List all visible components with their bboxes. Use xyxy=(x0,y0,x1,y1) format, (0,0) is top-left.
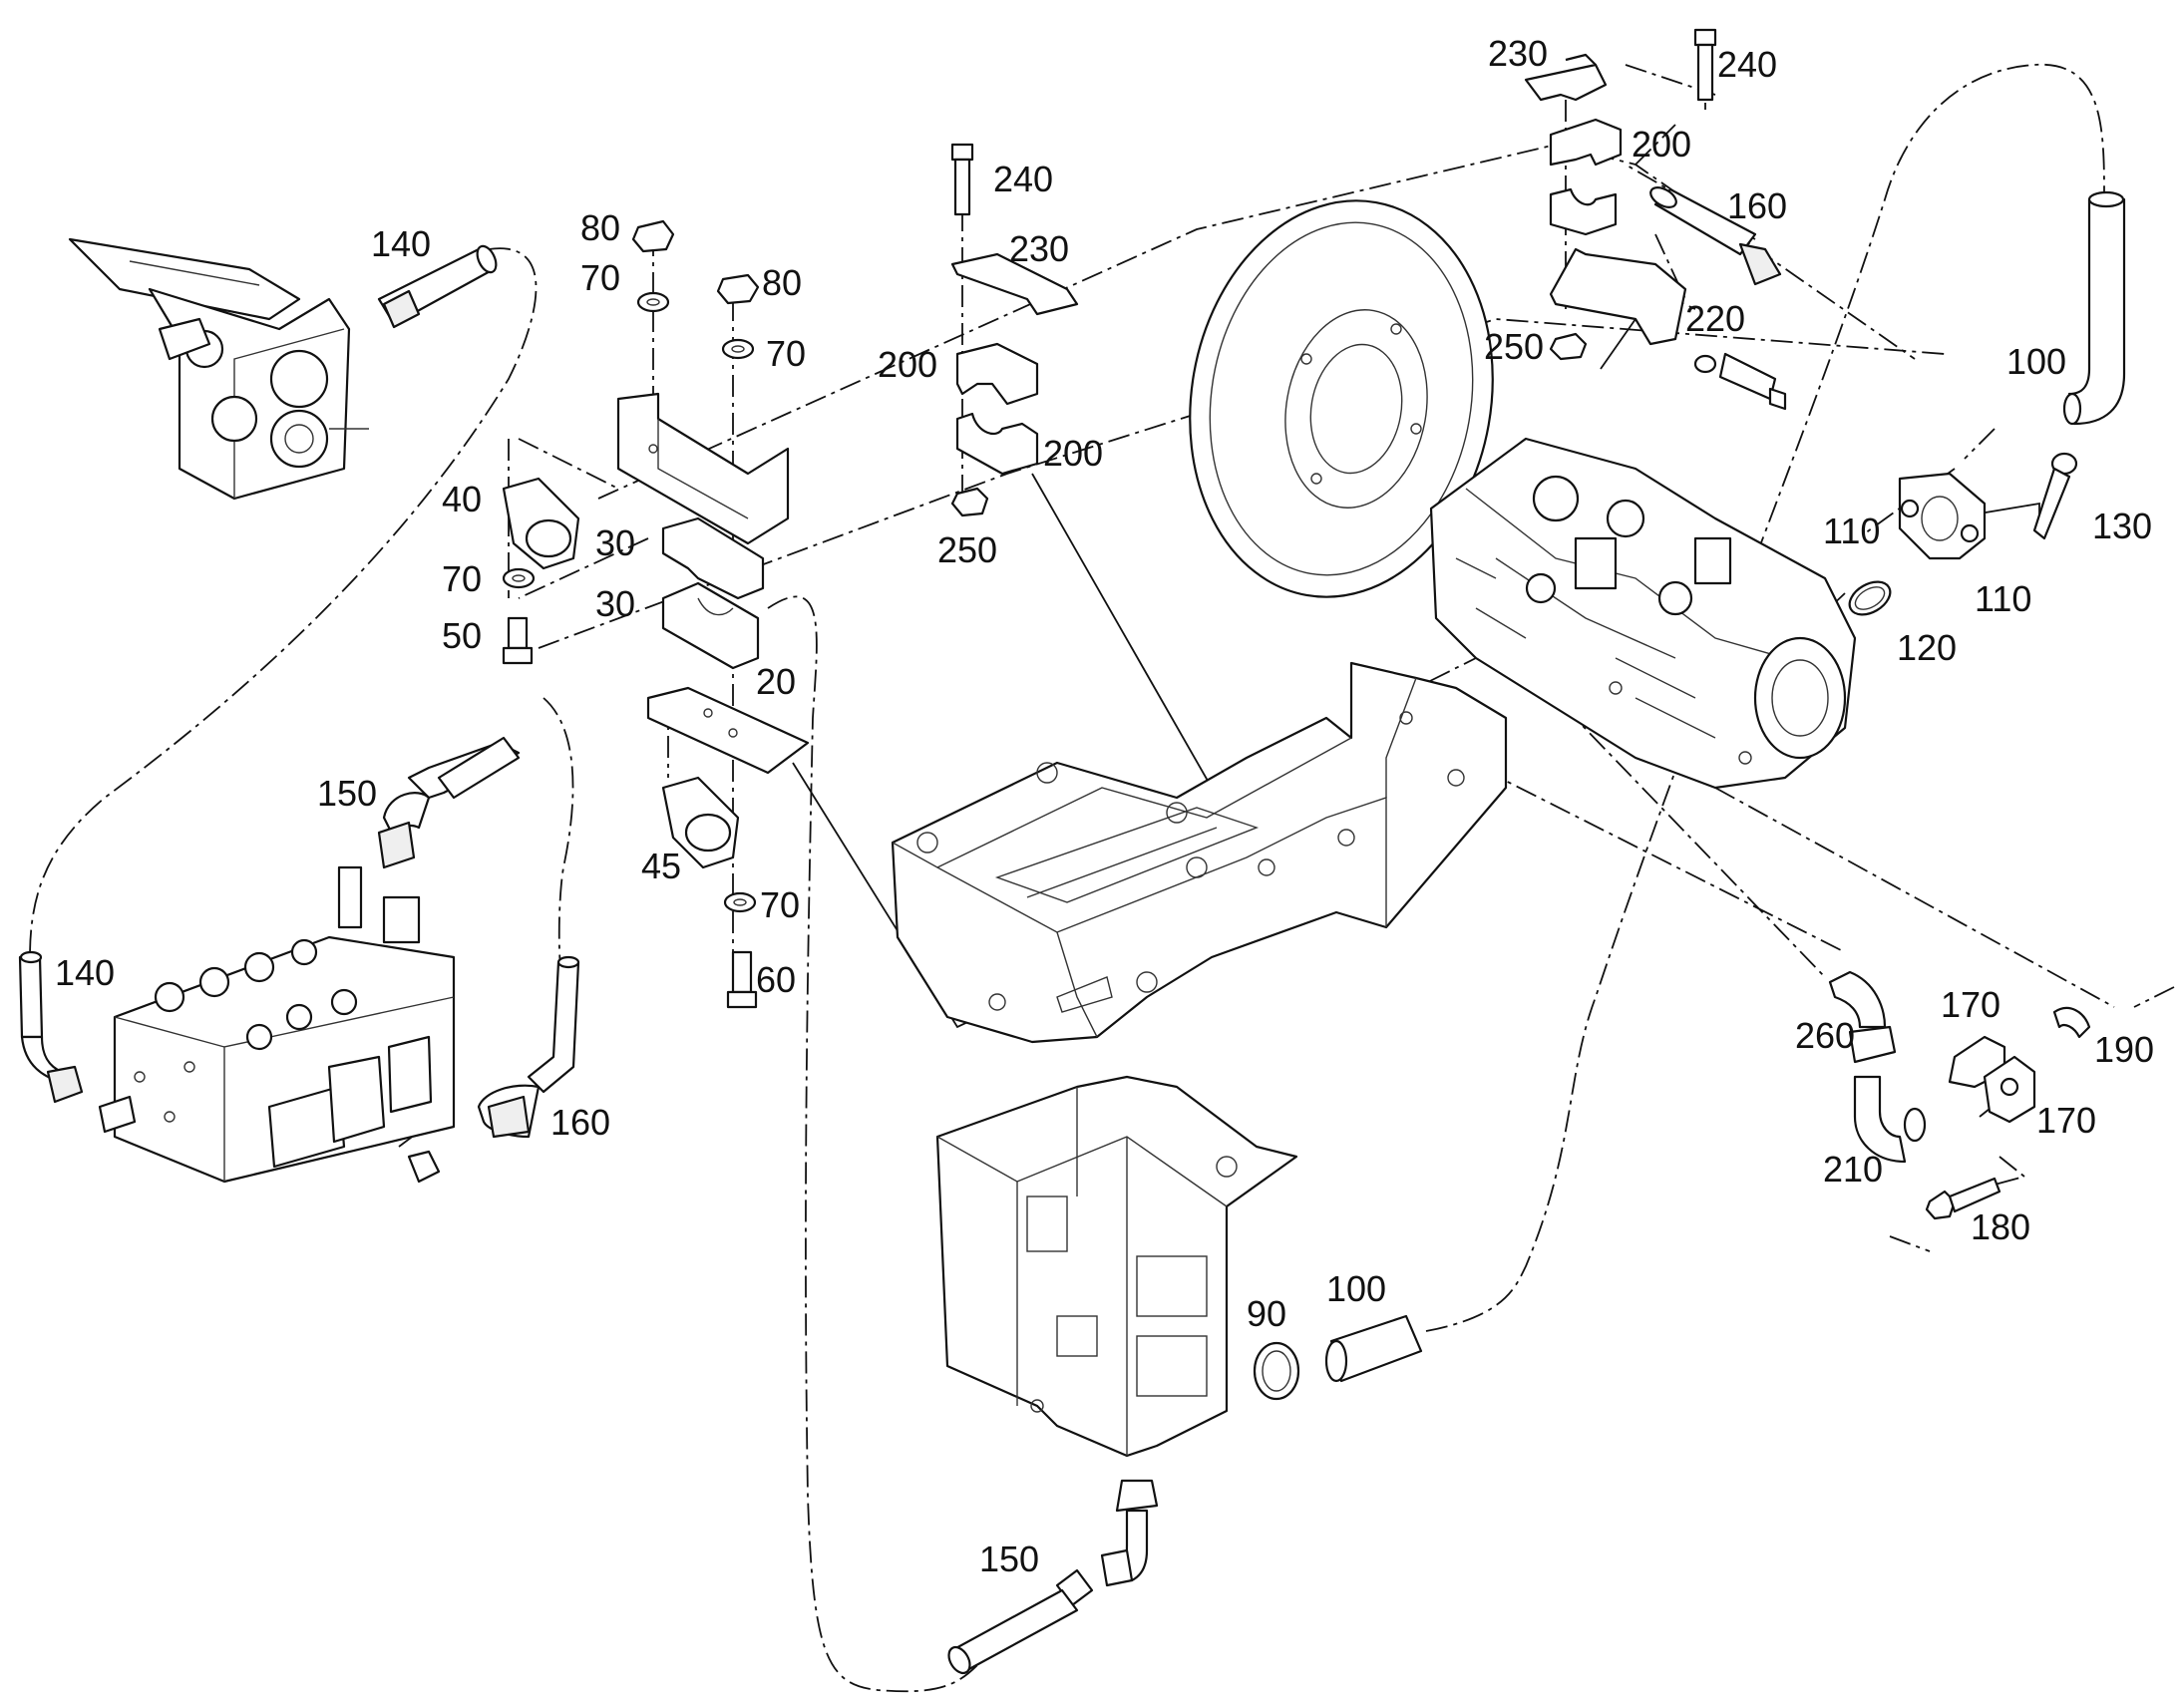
hose-100-lower xyxy=(1324,1314,1423,1383)
callout-110: 110 xyxy=(1823,511,1880,551)
callout-60: 60 xyxy=(756,959,796,1000)
callout-140: 140 xyxy=(371,223,431,264)
callout-220: 220 xyxy=(1685,298,1745,339)
callout-30: 30 xyxy=(595,583,635,624)
elbow-260 xyxy=(1828,970,1897,1064)
bracket-220 xyxy=(1549,247,1687,346)
nut-250-a xyxy=(950,487,989,517)
o-ring-120 xyxy=(1848,580,1892,616)
callout-200: 200 xyxy=(1632,124,1691,165)
hose-100-upper xyxy=(2062,190,2126,426)
callout-200: 200 xyxy=(1043,433,1103,474)
callout-50: 50 xyxy=(442,615,482,656)
callout-240: 240 xyxy=(993,159,1053,199)
clamp-half-200-d xyxy=(1549,187,1618,236)
callout-45: 45 xyxy=(641,846,681,886)
clamp-40 xyxy=(502,477,580,570)
plate-20 xyxy=(646,686,810,775)
callout-70: 70 xyxy=(766,333,806,374)
flange-170-lower xyxy=(1983,1055,2036,1124)
hose-150-upper xyxy=(377,736,521,869)
callout-110: 110 xyxy=(1975,578,2031,619)
bracket-10 xyxy=(616,392,790,545)
bolt-screw xyxy=(1693,352,1787,411)
washer-70-a xyxy=(636,291,670,313)
callout-40: 40 xyxy=(442,479,482,519)
callout-150: 150 xyxy=(979,1538,1039,1579)
callout-240: 240 xyxy=(1717,44,1777,85)
washer-70-b xyxy=(721,338,755,360)
callout-190: 190 xyxy=(2094,1029,2154,1070)
hose-150-lower xyxy=(947,1479,1159,1675)
washer-70-c xyxy=(502,567,536,589)
hydraulic-pump xyxy=(1429,437,1857,790)
callout-230: 230 xyxy=(1009,228,1069,269)
callout-70: 70 xyxy=(580,257,620,298)
hose-160-upper xyxy=(1649,186,1782,286)
clamp-half-200-c xyxy=(1549,118,1623,167)
control-valve-block xyxy=(98,865,456,1184)
bolt-240-a xyxy=(950,143,974,216)
flange-110-upper xyxy=(1898,472,1987,560)
callout-170: 170 xyxy=(2036,1100,2096,1141)
hydraulic-tank-frame xyxy=(935,1075,1298,1458)
callout-160: 160 xyxy=(550,1102,610,1143)
callout-20: 20 xyxy=(756,661,796,702)
callout-30: 30 xyxy=(595,522,635,563)
pedal-valve-assembly xyxy=(68,237,369,501)
hose-140-lower xyxy=(18,950,84,1104)
callout-250: 250 xyxy=(937,529,997,570)
callout-210: 210 xyxy=(1823,1149,1883,1190)
bolt-50 xyxy=(502,616,534,665)
callout-100: 100 xyxy=(2006,341,2066,382)
o-ring-190 xyxy=(2052,1006,2091,1039)
flywheel-disc xyxy=(1189,199,1494,598)
callout-130: 130 xyxy=(2092,506,2152,546)
callout-100: 100 xyxy=(1326,1268,1386,1309)
hose-160-lower xyxy=(477,955,580,1139)
callout-230: 230 xyxy=(1488,33,1548,74)
callout-labels: 140 80 70 80 70 40 70 50 30 30 20 150 45… xyxy=(55,33,2154,1579)
clamp-half-30-lower xyxy=(661,581,760,670)
plate-230-a xyxy=(950,252,1079,316)
clamp-half-30-upper xyxy=(661,516,765,600)
plate-230-b xyxy=(1524,53,1608,102)
callout-70: 70 xyxy=(442,558,482,599)
callout-140: 140 xyxy=(55,952,115,993)
bolt-240-b xyxy=(1693,28,1717,102)
callout-70: 70 xyxy=(760,884,800,925)
clamp-half-200-b xyxy=(955,412,1039,476)
nut-80-b xyxy=(716,273,760,305)
clamp-half-200-a xyxy=(955,342,1039,406)
callout-200: 200 xyxy=(878,344,937,385)
chassis-frame xyxy=(891,661,1508,1044)
callout-90: 90 xyxy=(1247,1293,1286,1334)
callout-250: 250 xyxy=(1484,326,1544,367)
callout-160: 160 xyxy=(1727,185,1787,226)
bolt-180 xyxy=(1925,1177,2001,1220)
nut-250-b xyxy=(1549,332,1588,361)
bolt-130 xyxy=(2032,452,2078,540)
washer-70-d xyxy=(723,891,757,913)
bolt-60 xyxy=(726,950,758,1009)
callout-170: 170 xyxy=(1941,984,2000,1025)
callout-80: 80 xyxy=(762,262,802,303)
callout-180: 180 xyxy=(1971,1206,2030,1247)
hose-140-upper xyxy=(377,244,498,329)
callout-80: 80 xyxy=(580,207,620,248)
callout-120: 120 xyxy=(1897,627,1957,668)
nut-80-a xyxy=(631,219,675,253)
callout-150: 150 xyxy=(317,773,377,814)
clamp-90 xyxy=(1253,1341,1300,1401)
clamp-45 xyxy=(661,776,740,869)
callout-260: 260 xyxy=(1795,1015,1855,1056)
elbow-210 xyxy=(1853,1075,1927,1164)
